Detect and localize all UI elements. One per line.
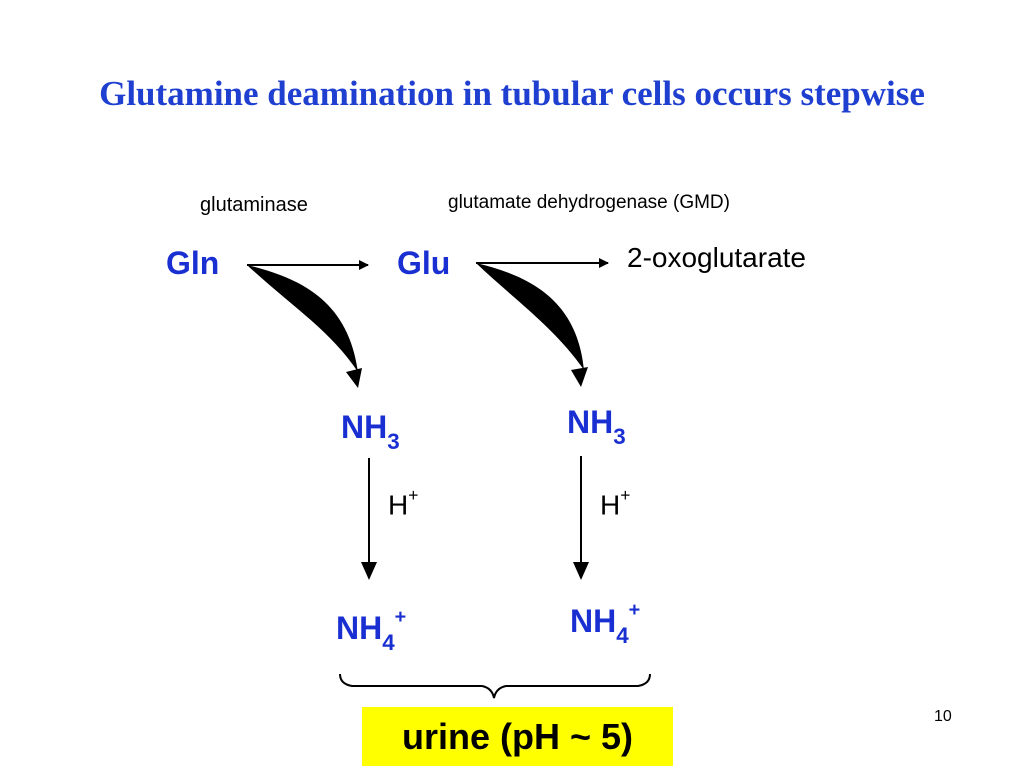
nh3-release-arrow-left xyxy=(247,265,358,372)
page-number: 10 xyxy=(934,708,952,725)
nh4-left-sub: 4 xyxy=(382,629,395,655)
nh3-right-sub: 3 xyxy=(613,423,626,449)
h-plus-right-label: H+ xyxy=(600,484,631,521)
slide-title: Glutamine deamination in tubular cells o… xyxy=(99,74,925,113)
nh4-left-sup: + xyxy=(394,606,407,629)
gln-label: Gln xyxy=(166,245,220,281)
nh3-left-base: NH xyxy=(341,409,388,445)
nh3-release-arrowhead-right xyxy=(571,367,588,387)
nh3-release-arrowhead-left xyxy=(346,368,362,388)
nh4-right-label: NH4+ xyxy=(570,599,640,648)
h-left-sup: + xyxy=(408,484,419,505)
h-right-base: H xyxy=(600,489,621,521)
protonation-arrowhead-left xyxy=(361,562,377,580)
nh3-right-label: NH3 xyxy=(567,404,626,449)
urine-label: urine (pH ~ 5) xyxy=(401,715,634,757)
nh3-release-arrow-right xyxy=(476,263,584,370)
glu-label: Glu xyxy=(397,245,451,281)
nh3-left-sub: 3 xyxy=(387,428,400,454)
enzyme-glutaminase-label: glutaminase xyxy=(200,194,308,216)
h-right-sup: + xyxy=(620,484,631,505)
nh4-right-sup: + xyxy=(628,599,641,622)
nh4-right-base: NH xyxy=(570,603,617,639)
h-left-base: H xyxy=(388,489,409,521)
oxoglutarate-label: 2-oxoglutarate xyxy=(627,242,807,273)
nh3-right-base: NH xyxy=(567,404,614,440)
urine-box: urine (pH ~ 5) xyxy=(362,707,673,766)
nh4-right-sub: 4 xyxy=(616,622,629,648)
nh4-left-label: NH4+ xyxy=(336,606,406,655)
enzyme-gmd-label: glutamate dehydrogenase (GMD) xyxy=(448,192,730,213)
collection-brace xyxy=(339,673,651,699)
protonation-arrowhead-right xyxy=(573,562,589,580)
nh3-left-label: NH3 xyxy=(341,409,400,454)
h-plus-left-label: H+ xyxy=(388,484,419,521)
nh4-left-base: NH xyxy=(336,610,383,646)
